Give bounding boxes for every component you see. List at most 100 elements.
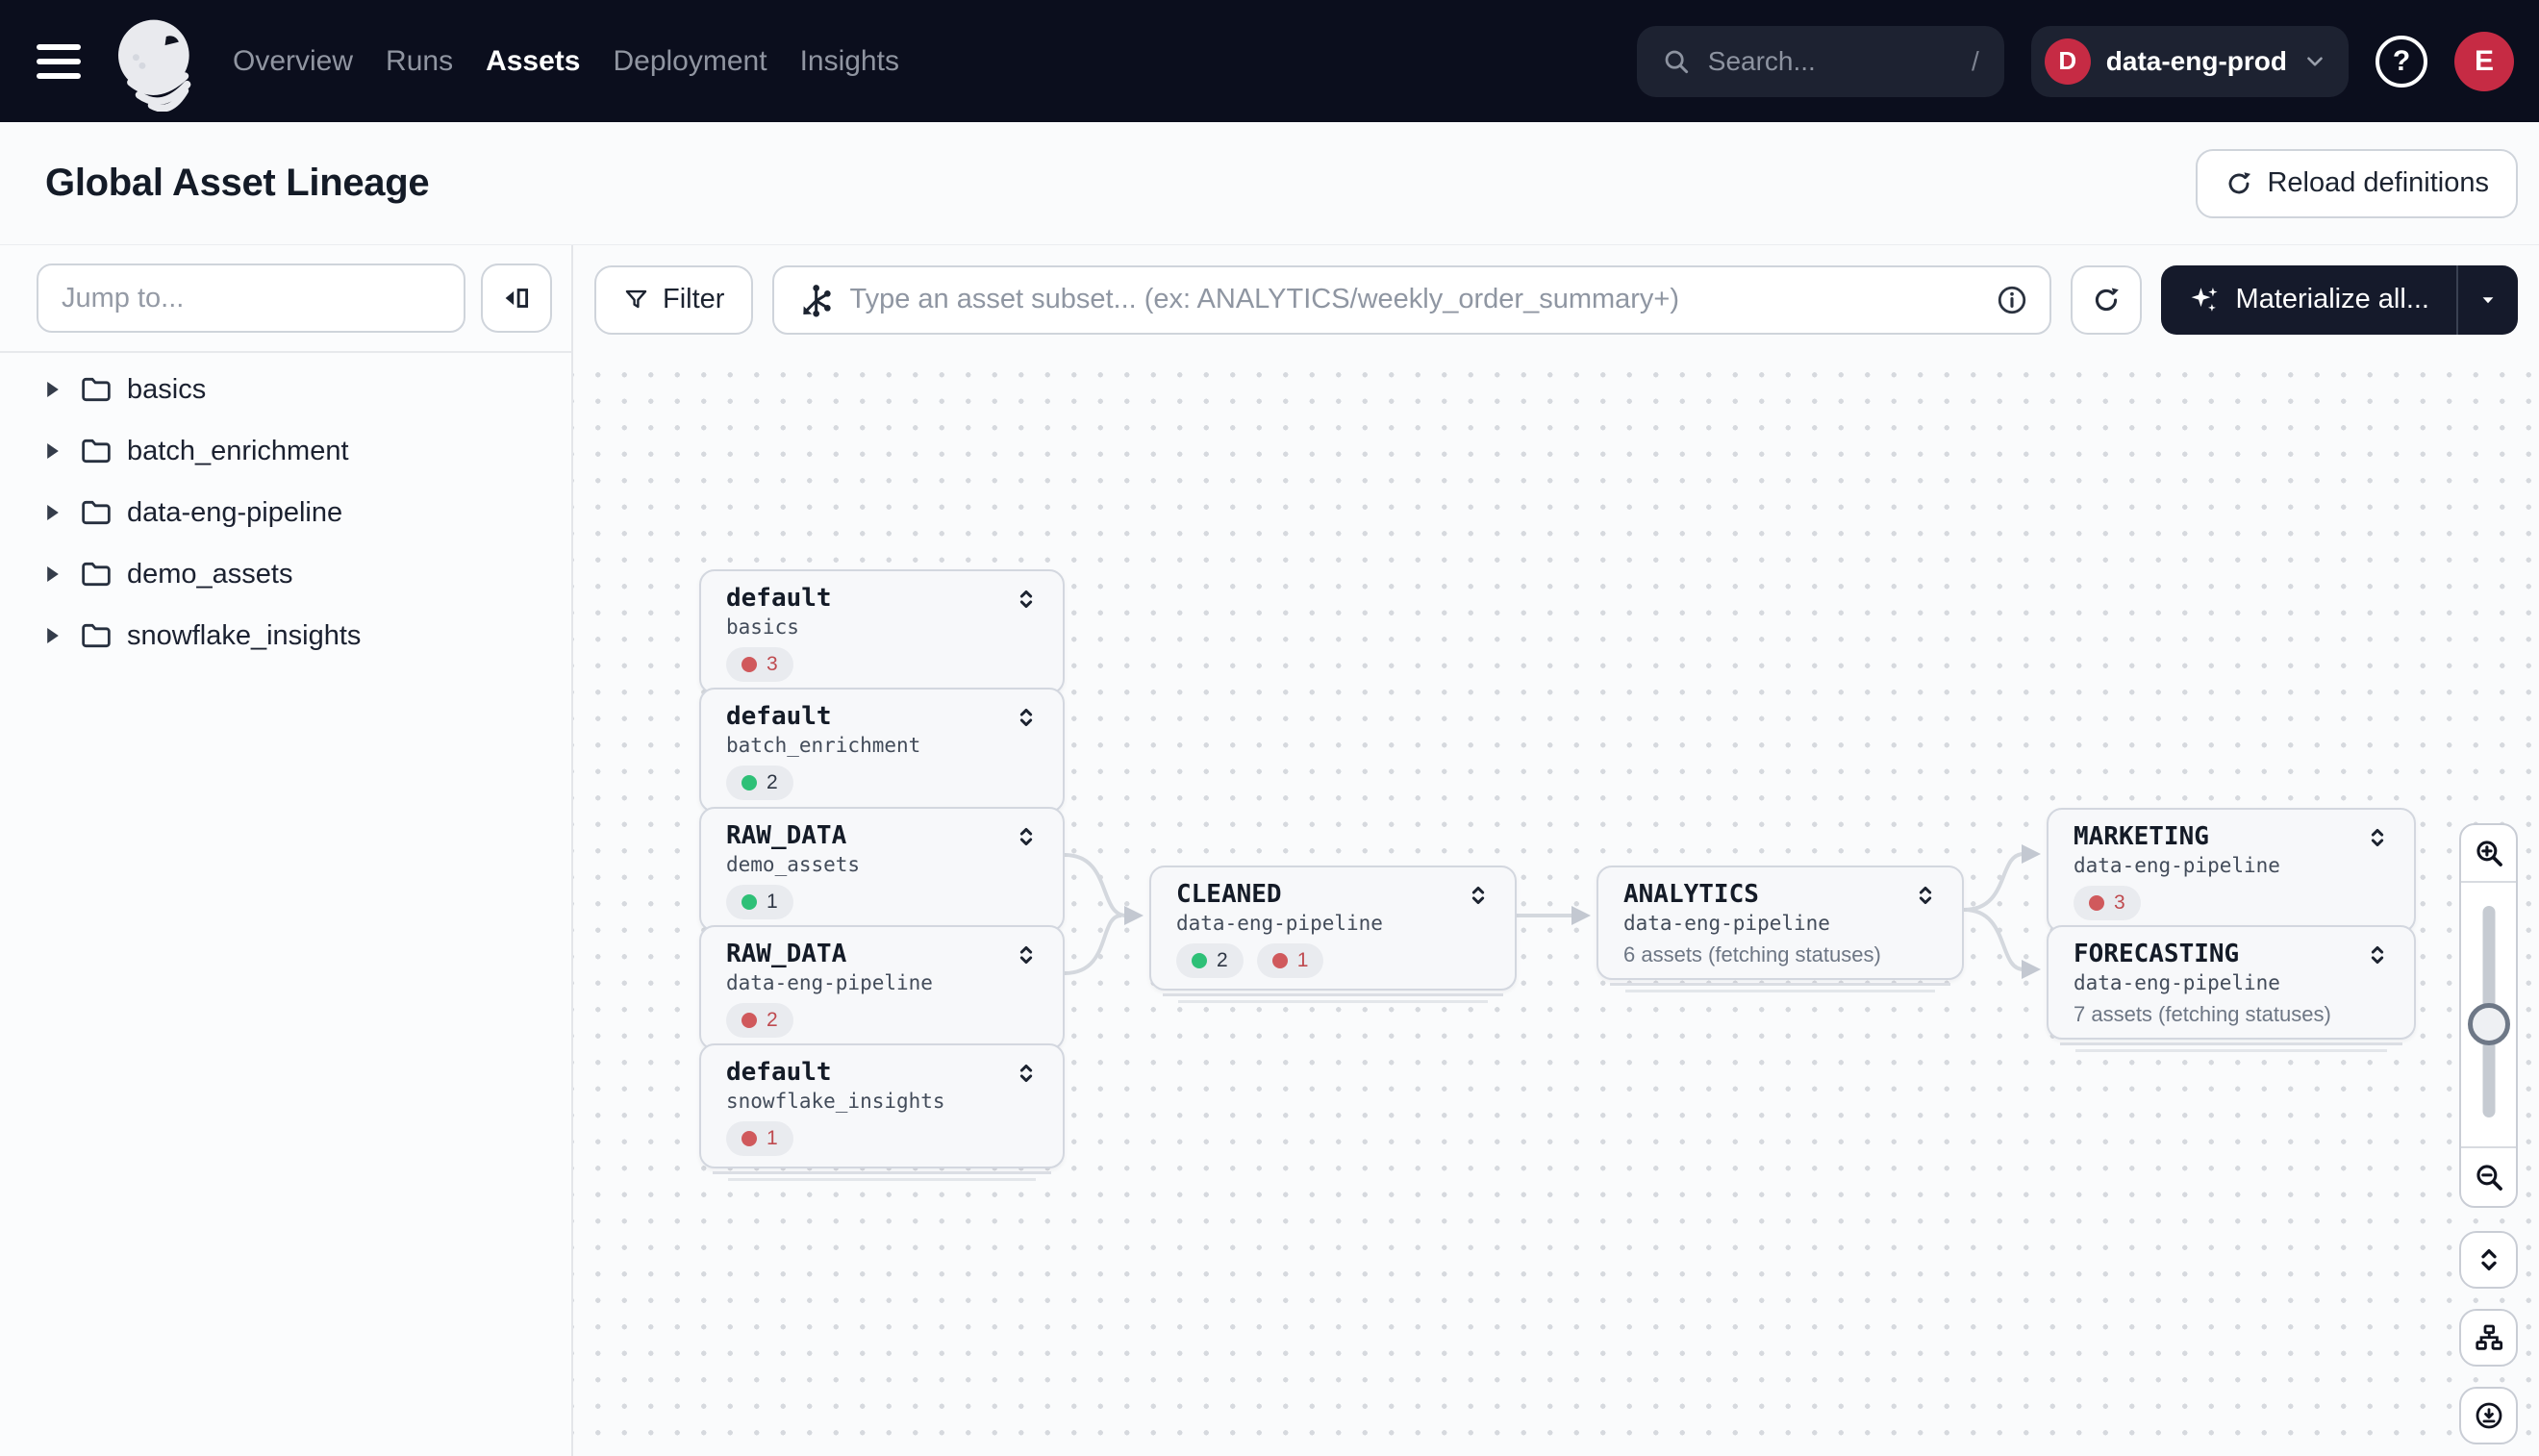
materialize-all-button[interactable]: Materialize all...: [2161, 265, 2456, 335]
caret-right-icon[interactable]: [46, 443, 60, 459]
status-badge: 1: [1256, 943, 1324, 978]
unfold-group-icon[interactable]: [2364, 822, 2391, 851]
page-header: Global Asset Lineage Reload definitions: [0, 122, 2539, 245]
zoom-slider-thumb[interactable]: [2467, 1003, 2510, 1045]
main-nav-links: Overview Runs Assets Deployment Insights: [233, 45, 899, 78]
zoom-out-button[interactable]: [2461, 1146, 2516, 1206]
refresh-icon: [2229, 171, 2251, 193]
chevron-down-icon: [2307, 56, 2323, 66]
workspace-name: data-eng-prod: [2105, 45, 2287, 76]
top-nav: Overview Runs Assets Deployment Insights…: [0, 0, 2539, 122]
asset-subset-input[interactable]: [849, 284, 1980, 315]
lineage-canvas[interactable]: default basics 3 default batch_enrichmen…: [573, 354, 2539, 1456]
unfold-group-icon[interactable]: [1013, 584, 1040, 613]
nav-deployment[interactable]: Deployment: [613, 44, 767, 77]
asset-group-node-forecasting[interactable]: FORECASTING data-eng-pipeline 7 assets (…: [2047, 925, 2416, 1052]
caret-right-icon[interactable]: [46, 505, 60, 520]
download-icon: [2476, 1402, 2501, 1429]
zoom-out-icon: [2476, 1165, 2502, 1191]
tree-item-data-eng-pipeline[interactable]: data-eng-pipeline: [0, 482, 571, 543]
folder-icon: [81, 561, 112, 588]
expand-collapse-all-button[interactable]: [2459, 1231, 2518, 1289]
help-icon[interactable]: ?: [2376, 35, 2427, 88]
asset-group-node-cleaned[interactable]: CLEANED data-eng-pipeline 2 1: [1149, 866, 1517, 1003]
reload-definitions-button[interactable]: Reload definitions: [2196, 148, 2518, 218]
asset-group-node-rawdata-data-eng-pipeline[interactable]: RAW_DATA data-eng-pipeline 2: [699, 925, 1065, 1063]
status-badge: 1: [726, 1121, 793, 1156]
tree-item-basics[interactable]: basics: [0, 359, 571, 420]
sparkles-icon: [2191, 287, 2218, 312]
status-badge: 3: [2074, 886, 2141, 920]
hierarchy-icon: [2475, 1324, 2502, 1350]
unfold-group-icon[interactable]: [1013, 702, 1040, 731]
folder-icon: [81, 622, 112, 649]
unfold-group-icon[interactable]: [1013, 1058, 1040, 1087]
status-badge: 2: [1176, 943, 1244, 978]
page-title: Global Asset Lineage: [45, 162, 430, 204]
zoom-control: [2459, 823, 2518, 1208]
search-icon: [1665, 50, 1688, 73]
refresh-graph-button[interactable]: [2070, 264, 2142, 335]
nav-insights[interactable]: Insights: [799, 44, 899, 77]
global-search[interactable]: /: [1636, 25, 2004, 97]
collapse-panel-button[interactable]: [481, 264, 552, 333]
info-icon[interactable]: [1996, 284, 2028, 316]
caret-right-icon[interactable]: [46, 566, 60, 582]
fetching-status-text: 7 assets (fetching statuses): [2074, 1002, 2331, 1026]
status-badge: 1: [726, 885, 793, 919]
caret-down-icon: [2482, 296, 2494, 303]
jump-to-input[interactable]: [37, 264, 465, 333]
unfold-vertical-icon: [2480, 1249, 2497, 1270]
status-badge: 2: [726, 1003, 793, 1038]
asset-tree-sidebar: basics batch_enrichment data-eng-pipelin…: [0, 245, 573, 1456]
hamburger-menu-icon[interactable]: [37, 43, 81, 79]
search-shortcut-hint: /: [1972, 45, 1979, 76]
split-button-divider: [2456, 264, 2458, 335]
dagster-logo[interactable]: [106, 12, 206, 112]
status-badge: 3: [726, 647, 793, 682]
refresh-icon: [2095, 287, 2119, 311]
nav-assets[interactable]: Assets: [486, 44, 581, 77]
group-folder-tree: basics batch_enrichment data-eng-pipelin…: [0, 353, 571, 666]
unfold-group-icon[interactable]: [2364, 940, 2391, 968]
user-avatar[interactable]: E: [2454, 31, 2514, 91]
unfold-group-icon[interactable]: [1465, 880, 1492, 909]
materialize-options-button[interactable]: [2458, 265, 2518, 335]
status-badge: 2: [726, 766, 793, 800]
unfold-group-icon[interactable]: [1013, 821, 1040, 850]
graph-toolbar: Filter: [573, 245, 2539, 354]
download-image-button[interactable]: [2459, 1387, 2518, 1444]
canvas-buttons: [2459, 1231, 2518, 1444]
folder-icon: [81, 438, 112, 464]
nav-overview[interactable]: Overview: [233, 44, 354, 77]
asset-group-node-analytics[interactable]: ANALYTICS data-eng-pipeline 6 assets (fe…: [1596, 866, 1964, 992]
asset-selector-icon: [803, 284, 832, 316]
zoom-in-icon: [2476, 841, 2502, 866]
tree-item-demo-assets[interactable]: demo_assets: [0, 543, 571, 605]
tree-item-snowflake-insights[interactable]: snowflake_insights: [0, 605, 571, 666]
search-input[interactable]: [1707, 45, 1920, 77]
caret-right-icon[interactable]: [46, 382, 60, 397]
materialize-all-split-button: Materialize all...: [2160, 264, 2518, 335]
zoom-in-button[interactable]: [2461, 825, 2516, 883]
layout-hierarchy-button[interactable]: [2459, 1309, 2518, 1367]
collapse-panel-icon: [505, 289, 529, 308]
fetching-status-text: 6 assets (fetching statuses): [1623, 942, 1881, 966]
nav-runs[interactable]: Runs: [386, 44, 454, 77]
asset-group-node-default-batch-enrichment[interactable]: default batch_enrichment 2: [699, 688, 1065, 825]
lineage-graph-panel: Filter: [573, 245, 2539, 1456]
filter-button[interactable]: Filter: [594, 264, 754, 335]
filter-funnel-icon: [625, 289, 647, 309]
asset-subset-field[interactable]: [772, 264, 2051, 335]
asset-group-node-marketing[interactable]: MARKETING data-eng-pipeline 3: [2047, 808, 2416, 945]
workspace-badge: D: [2044, 38, 2091, 85]
asset-group-node-rawdata-demo-assets[interactable]: RAW_DATA demo_assets 1: [699, 807, 1065, 944]
caret-right-icon[interactable]: [46, 628, 60, 643]
asset-group-node-default-basics[interactable]: default basics 3: [699, 569, 1065, 707]
tree-item-batch-enrichment[interactable]: batch_enrichment: [0, 420, 571, 482]
workspace-switcher[interactable]: D data-eng-prod: [2030, 25, 2349, 97]
unfold-group-icon[interactable]: [1912, 880, 1939, 909]
folder-icon: [81, 499, 112, 526]
unfold-group-icon[interactable]: [1013, 940, 1040, 968]
asset-group-node-default-snowflake-insights[interactable]: default snowflake_insights 1: [699, 1043, 1065, 1181]
